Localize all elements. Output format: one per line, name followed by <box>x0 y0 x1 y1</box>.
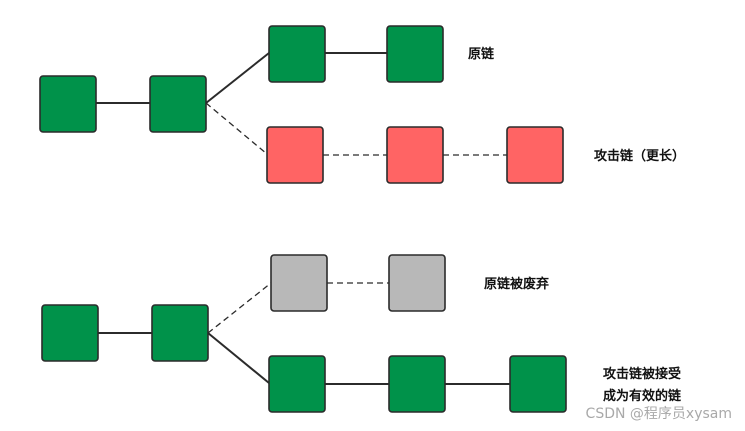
connector-top-fork-original <box>205 52 270 104</box>
scenario-after: 原链被废弃 攻击链被接受 成为有效的链 <box>41 254 682 413</box>
block-bottom-accepted-3 <box>509 355 567 413</box>
block-top-attack-2 <box>386 126 444 184</box>
block-top-attack-3 <box>506 126 564 184</box>
label-original-chain-abandoned: 原链被废弃 <box>484 276 549 292</box>
label-attack-chain-accepted-line1: 攻击链被接受 <box>603 366 681 382</box>
block-top-shared-1 <box>39 75 97 133</box>
block-top-original-1 <box>268 25 326 83</box>
label-original-chain: 原链 <box>468 46 495 62</box>
block-top-original-2 <box>386 25 444 83</box>
scenario-before: 原链 攻击链（更长） <box>39 25 685 184</box>
block-bottom-abandoned-1 <box>270 254 328 312</box>
block-bottom-abandoned-2 <box>388 254 446 312</box>
label-attack-chain-accepted-line2: 成为有效的链 <box>603 388 682 404</box>
watermark: CSDN @程序员xysam <box>586 406 732 422</box>
connector-top-fork-attack <box>205 102 268 155</box>
block-bottom-accepted-1 <box>268 355 326 413</box>
block-top-attack-1 <box>266 126 324 184</box>
block-bottom-shared-1 <box>41 304 99 362</box>
label-attack-chain-longer: 攻击链（更长） <box>594 148 685 164</box>
block-bottom-shared-2 <box>151 304 209 362</box>
block-bottom-accepted-2 <box>388 355 446 413</box>
connector-bottom-fork-abandoned <box>207 282 272 334</box>
connector-bottom-fork-accepted <box>207 332 270 384</box>
block-top-shared-2 <box>149 75 207 133</box>
